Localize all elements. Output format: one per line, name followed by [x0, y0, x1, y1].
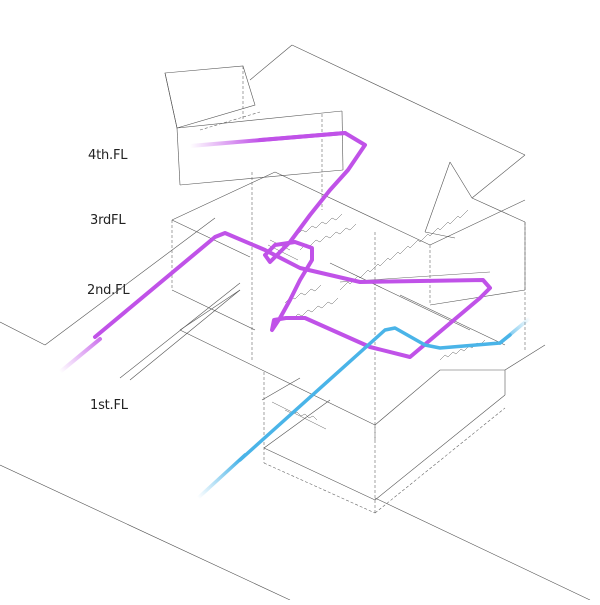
ground-circulation-path	[196, 316, 532, 500]
floor-label-1st: 1st.FL	[90, 398, 128, 413]
second-floor-slab	[119, 262, 546, 426]
roof-volume	[249, 44, 526, 239]
floor-label-3rd: 3rdFL	[90, 213, 126, 228]
upper-circulation-path	[58, 131, 492, 374]
floor-label-4th: 4th.FL	[88, 148, 128, 163]
ground-lines	[0, 217, 591, 601]
first-floor-volume	[261, 372, 506, 514]
fourth-floor-box	[164, 65, 344, 210]
floor-label-2nd: 2nd.FL	[87, 283, 130, 298]
